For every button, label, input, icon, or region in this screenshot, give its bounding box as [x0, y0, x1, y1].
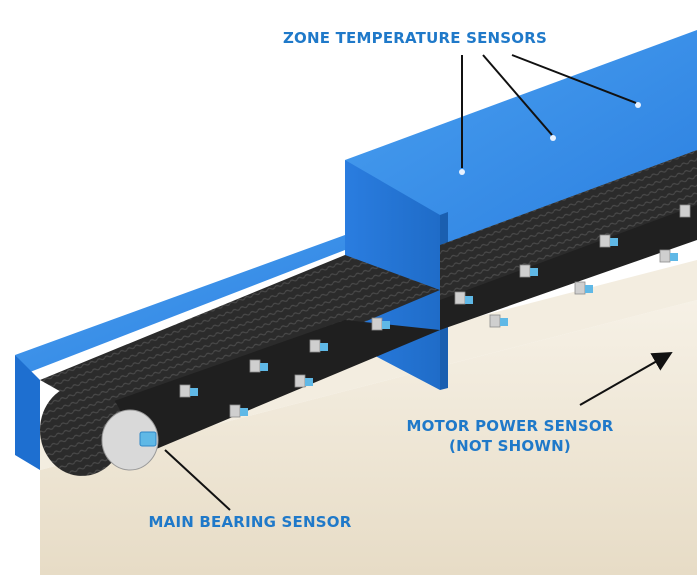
- roller-sensor: [574, 281, 586, 295]
- roller-sensor: [179, 384, 191, 398]
- roller-sensor: [371, 317, 383, 331]
- roller-sensor: [659, 249, 671, 263]
- sensor-pads-right: [465, 238, 678, 326]
- zone-sensor-dot: [459, 169, 465, 175]
- floor-plane: [40, 300, 697, 575]
- zone-callout-line-2: [482, 54, 553, 136]
- sensor-pad: [500, 318, 508, 326]
- roller-sensor: [309, 339, 321, 353]
- sensor-pads-left: [190, 321, 390, 416]
- roller-sensor: [294, 374, 306, 388]
- belt-left-section: [40, 255, 440, 425]
- zone-callout-line-3: [511, 54, 637, 104]
- belt-right-section: [440, 150, 697, 310]
- motor-power-line1: MOTOR POWER SENSOR: [406, 417, 614, 435]
- roller-sensor: [454, 291, 466, 305]
- roller-sensor: [229, 404, 241, 418]
- pulley-end-disk: [101, 409, 159, 471]
- main-bearing-text: MAIN BEARING SENSOR: [148, 513, 352, 531]
- head-pulley: [40, 384, 124, 476]
- zone-temperature-sensors-label: ZONE TEMPERATURE SENSORS: [250, 28, 580, 48]
- roller-sensor: [519, 264, 531, 278]
- roller-sensor: [249, 359, 261, 373]
- motor-power-sensor-label: MOTOR POWER SENSOR (NOT SHOWN): [400, 416, 620, 456]
- left-frame-top: [15, 235, 345, 372]
- motor-callout-arrow: [579, 352, 673, 406]
- zone-sensor-dot: [635, 102, 641, 108]
- zone-sensor-dots: [459, 102, 641, 175]
- zone-sensor-dot: [550, 135, 556, 141]
- sensor-pad: [465, 296, 473, 304]
- bearing-sensor: [139, 431, 157, 447]
- sensor-pad: [190, 388, 198, 396]
- sensor-pad: [670, 253, 678, 261]
- left-end-panel: [15, 355, 40, 470]
- sensor-pad: [305, 378, 313, 386]
- main-bearing-sensor-label: MAIN BEARING SENSOR: [130, 512, 370, 532]
- roller-sensor: [489, 314, 501, 328]
- sensor-pad: [382, 321, 390, 329]
- bearing-callout-line: [164, 449, 231, 511]
- sensor-pad: [530, 268, 538, 276]
- belt-left-return: [60, 320, 440, 460]
- belt-right-lower: [440, 205, 697, 330]
- sensor-pad: [260, 363, 268, 371]
- sensor-pad: [610, 238, 618, 246]
- sensor-pad: [240, 408, 248, 416]
- roller-sensor: [599, 234, 611, 248]
- sensor-pad: [585, 285, 593, 293]
- zone-temperature-text: ZONE TEMPERATURE SENSORS: [282, 29, 548, 47]
- motor-power-line2: (NOT SHOWN): [449, 437, 571, 455]
- roller-sensor: [679, 204, 691, 218]
- sensor-pad: [320, 343, 328, 351]
